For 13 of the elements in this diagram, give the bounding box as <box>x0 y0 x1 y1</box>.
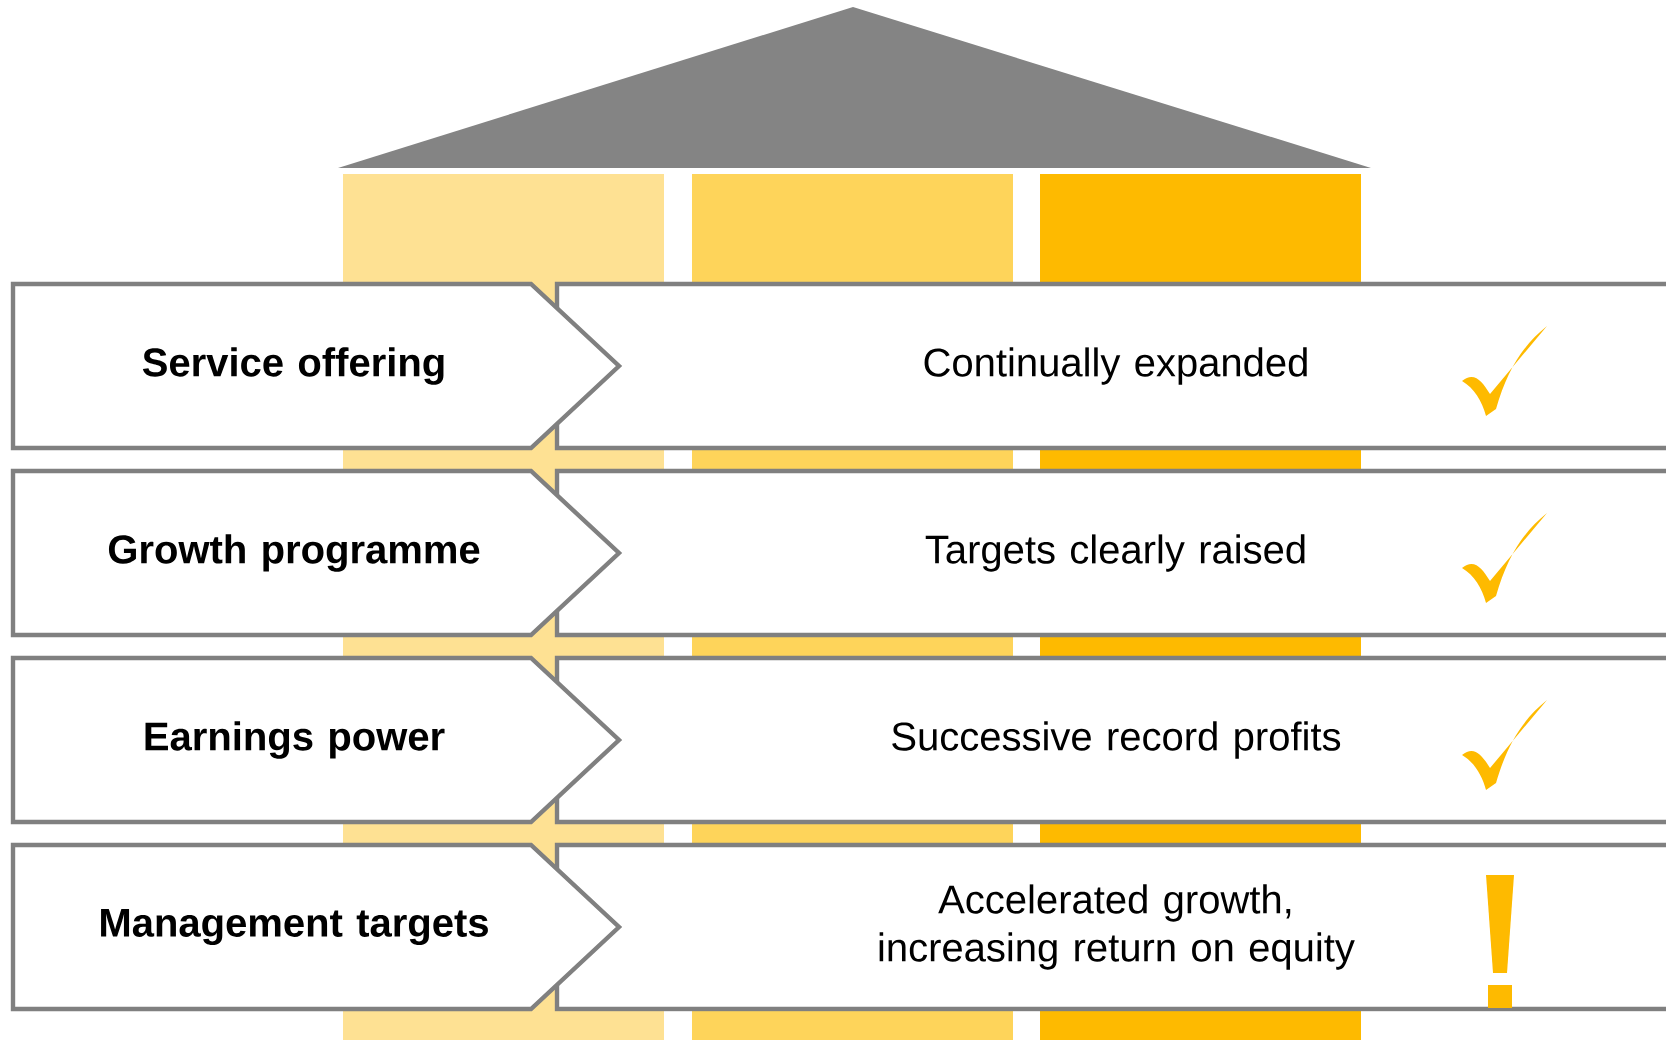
node-label: Continually expanded <box>924 347 1307 385</box>
chevron-box: Earnings power <box>10 655 623 825</box>
chevron-box: Management targets <box>10 842 623 1012</box>
node-label: Accelerated growth, increasing return on equity <box>879 884 1355 970</box>
chevron-box: Growth programme <box>10 468 623 638</box>
status-box: Continually expanded <box>554 281 1666 451</box>
node-label: Management targets <box>101 909 488 945</box>
status-box: Successive record profits <box>554 655 1666 825</box>
status-box: Accelerated growth, increasing return on equity <box>554 842 1666 1012</box>
node-label: Successive record profits <box>892 721 1341 759</box>
status-box: Targets clearly raised <box>554 468 1666 638</box>
node-label: Targets clearly raised <box>925 534 1305 572</box>
chevron-box: Service offering <box>10 281 623 451</box>
